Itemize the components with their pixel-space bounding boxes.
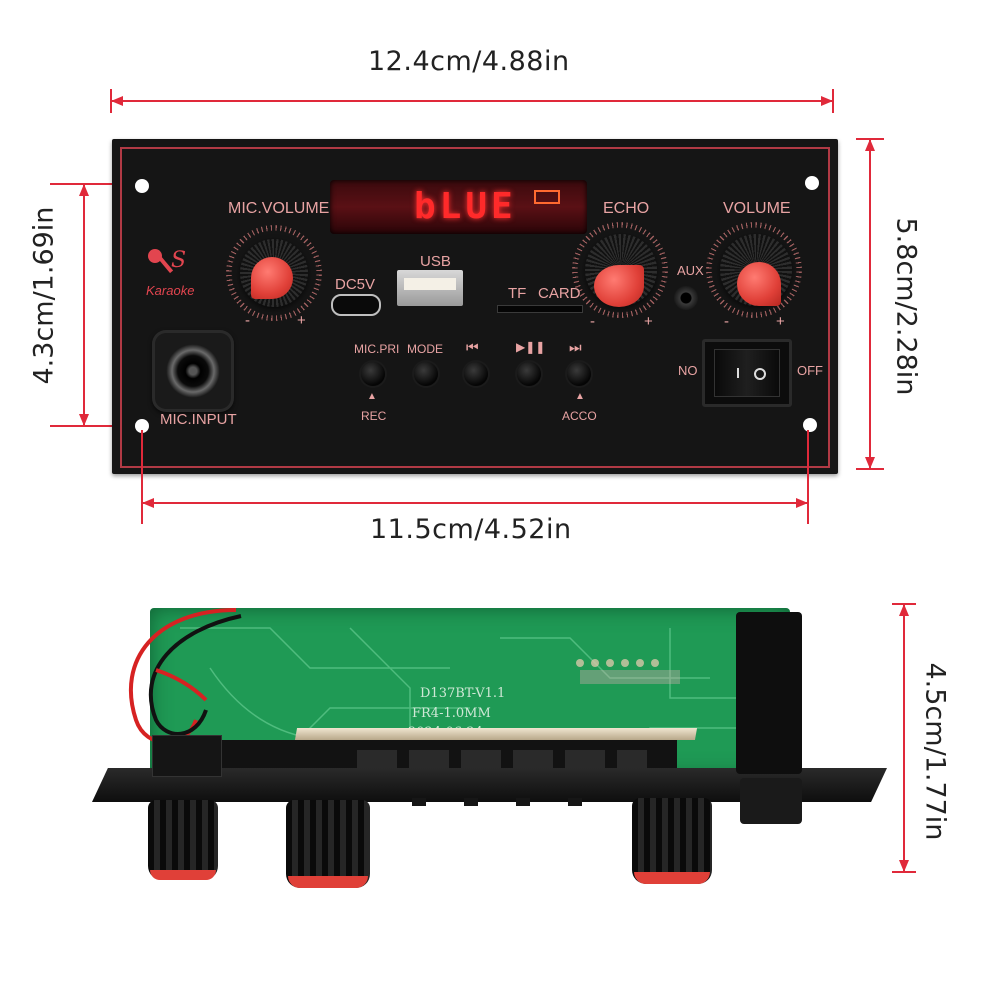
mounting-hole: [805, 176, 819, 190]
volume-label: VOLUME: [723, 200, 791, 217]
power-switch[interactable]: [702, 339, 792, 407]
side-knob-cap: [288, 876, 368, 888]
battery-icon: [534, 190, 560, 204]
dc5v-label: DC5V: [335, 276, 376, 293]
mic-input-jack[interactable]: [152, 330, 234, 412]
usb-port-insert: [404, 278, 456, 290]
rec-label: REC: [361, 409, 387, 423]
mic-input-jack-hole: [166, 344, 220, 398]
button-label-play-pause: ▶❚❚: [516, 340, 546, 354]
switch-no-label: NO: [678, 363, 698, 378]
right-height-label: 5.8cm/2.28in: [890, 217, 922, 396]
inner-width-label: 11.5cm/4.52in: [370, 514, 572, 545]
usb-label: USB: [420, 253, 451, 270]
side-knob-cap: [150, 870, 216, 880]
minus-label: -: [245, 312, 250, 329]
board-material-text: FR4-1.0MM: [412, 706, 491, 721]
side-knob[interactable]: [632, 798, 712, 884]
rec-arrow-icon: ▲: [367, 391, 377, 402]
switch-off-label: OFF: [797, 363, 823, 378]
button-label-next: ⏭: [569, 339, 582, 355]
mic-pri-button[interactable]: [361, 362, 385, 386]
power-switch-off-mark: [754, 368, 766, 380]
depth-label: 4.5cm/1.77in: [919, 662, 951, 841]
tf-card-slot[interactable]: [497, 305, 583, 313]
led-display: bLUE: [330, 180, 587, 234]
board-model-text: D137BT-V1.1: [420, 686, 506, 701]
mode-button[interactable]: [414, 362, 438, 386]
button-label-mic-pri: MIC.PRI: [354, 342, 400, 356]
inner-width-dimension-line: [141, 430, 809, 524]
previous-button[interactable]: [464, 362, 488, 386]
minus-label: -: [590, 313, 595, 330]
usb-port[interactable]: [397, 270, 463, 306]
acco-label: ACCO: [562, 409, 597, 423]
display-text: bLUE: [414, 186, 517, 227]
mic-jack-body: [736, 612, 802, 774]
volume-knob-cap[interactable]: [737, 262, 781, 306]
play-pause-button[interactable]: [517, 362, 541, 386]
tf-label: TF: [508, 285, 527, 302]
mounting-hole: [803, 418, 817, 432]
top-width-label: 12.4cm/4.88in: [368, 46, 570, 77]
aux-jack[interactable]: [674, 286, 698, 310]
mounting-hole: [135, 179, 149, 193]
acco-arrow-icon: ▲: [575, 391, 585, 402]
usb-c-port[interactable]: [331, 294, 381, 316]
echo-knob-cap[interactable]: [594, 265, 644, 307]
switch-body: [152, 735, 222, 777]
depth-dimension-line: [892, 603, 916, 873]
plus-label: +: [776, 313, 785, 330]
mic-jack-nut: [740, 778, 802, 824]
power-switch-on-mark: [737, 368, 739, 378]
mic-volume-label: MIC.VOLUME: [228, 200, 330, 217]
panel-border: [120, 147, 830, 468]
mic-input-label: MIC.INPUT: [160, 411, 237, 428]
top-width-dimension-line: [110, 89, 834, 113]
side-knob[interactable]: [148, 800, 218, 880]
side-knob[interactable]: [286, 800, 370, 888]
tact-switch-row: [357, 750, 647, 772]
button-label-previous: ⏮: [466, 339, 479, 355]
plus-label: +: [644, 313, 653, 330]
power-switch-rocker: [714, 349, 780, 397]
button-stems: [412, 798, 602, 806]
display-ribbon: [294, 728, 698, 740]
plus-label: +: [297, 312, 306, 329]
button-label-mode: MODE: [407, 342, 443, 356]
right-height-dimension-line: [856, 138, 884, 470]
side-knob-cap: [634, 872, 710, 884]
logo-s-mark: S: [171, 248, 187, 273]
mic-volume-knob-cap[interactable]: [251, 257, 293, 299]
mounting-hole: [135, 419, 149, 433]
card-label: CARD: [538, 285, 581, 302]
echo-label: ECHO: [603, 200, 650, 217]
next-button[interactable]: [567, 362, 591, 386]
aux-label: AUX: [677, 263, 704, 278]
minus-label: -: [724, 313, 729, 330]
karaoke-logo-text: Karaoke: [146, 283, 195, 298]
